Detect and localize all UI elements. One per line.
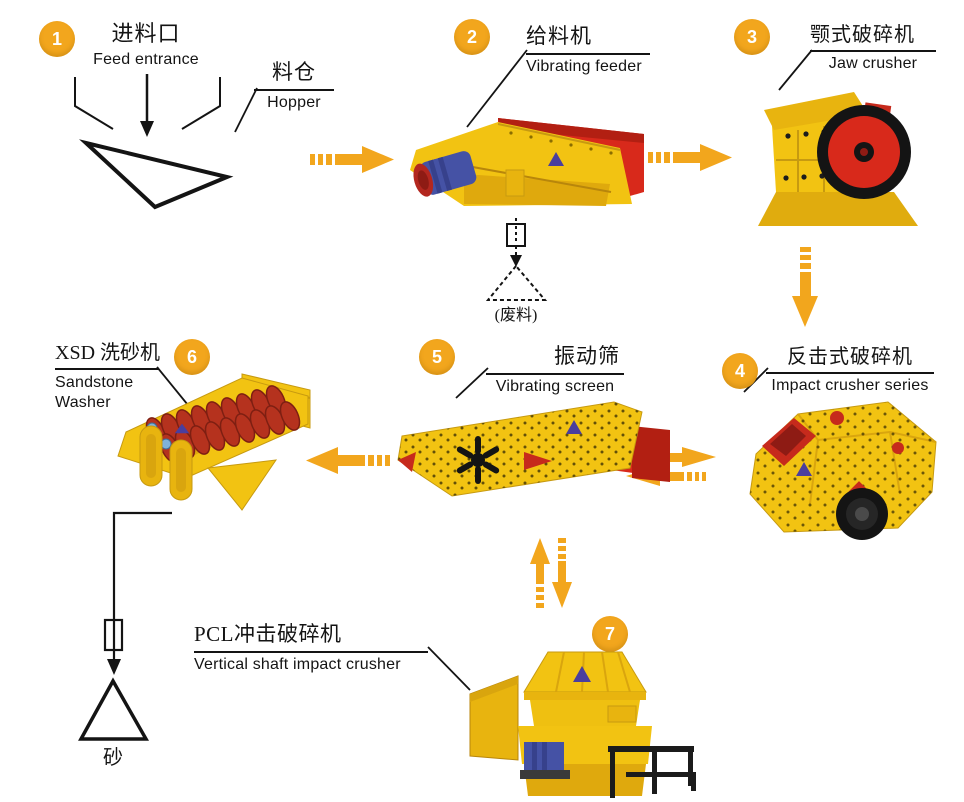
waste-label: (废料) [494, 307, 538, 324]
sand-symbol [78, 511, 172, 741]
vibrating-screen-label-en: Vibrating screen [495, 378, 615, 395]
sand-washer-image [117, 373, 311, 511]
arrow-hopper-to-feeder [310, 146, 394, 173]
hopper-label-en: Hopper [267, 94, 321, 111]
vsi-crusher-image [469, 651, 696, 798]
impact-crusher-label-rule [766, 372, 934, 374]
vsi-crusher-label-en: Vertical shaft impact crusher [194, 656, 401, 673]
impact-crusher-image [749, 401, 937, 540]
vibrating-feeder-image [410, 118, 644, 206]
vibrating-feeder-label-rule [526, 53, 650, 55]
brand-logo-icon [796, 462, 812, 476]
vibrating-feeder-label-en: Vibrating feeder [526, 58, 642, 75]
vibrating-feeder-label-zh: 给料机 [526, 24, 592, 48]
brand-logo-icon [573, 666, 591, 682]
vsi-platform [608, 746, 696, 798]
hopper-label-zh: 料仓 [272, 60, 316, 84]
impact-pulley [836, 488, 888, 540]
feed-entrance-label-en: Feed entrance [93, 51, 199, 68]
brand-logo-icon [566, 420, 582, 434]
feeder-motor [413, 151, 477, 197]
vsi-crusher-label: PCL冲击破碎机 Vertical shaft impact crusher [194, 618, 428, 674]
feed-funnel-icon [74, 74, 234, 210]
sand-washer-label-en: Sandstone Washer [55, 374, 134, 411]
jaw-crusher-label: 颚式破碎机 Jaw crusher [810, 18, 936, 73]
impact-crusher-label-zh: 反击式破碎机 [787, 346, 913, 368]
vsi-motor [520, 742, 570, 779]
arrow-feeder-to-jaw [648, 144, 732, 171]
feed-entrance-label-zh: 进料口 [111, 21, 181, 46]
station-badge-6: 6 [174, 339, 210, 375]
sand-washer-label-zh: XSD 洗砂机 [55, 342, 161, 364]
arrow-screen-to-vsi-down [552, 538, 572, 608]
sand-washer-label-rule [55, 368, 159, 370]
washer-legs [139, 425, 193, 501]
hopper-label: 料仓 Hopper [254, 56, 334, 112]
jaw-crusher-image [758, 92, 918, 226]
impact-crusher-label: 反击式破碎机 Impact crusher series [766, 340, 934, 395]
station-badge-3: 3 [734, 19, 770, 55]
sand-label: 砂 [103, 747, 123, 769]
station-badge-2: 2 [454, 19, 490, 55]
vibrating-screen-label: 振动筛 Vibrating screen [486, 340, 624, 396]
vsi-crusher-label-zh: PCL冲击破碎机 [194, 622, 342, 646]
station-badge-7: 7 [592, 616, 628, 652]
jaw-crusher-label-zh: 颚式破碎机 [810, 24, 915, 46]
station-badge-1: 1 [39, 21, 75, 57]
sand-washer-label: XSD 洗砂机 Sandstone Washer [55, 336, 161, 412]
jaw-flywheel [817, 105, 911, 224]
brand-logo-icon [548, 152, 564, 166]
feed-entrance-label: 进料口 Feed entrance [92, 16, 200, 69]
arrow-vsi-to-screen-up [530, 538, 550, 608]
brand-logo-icon [174, 423, 190, 434]
vibrating-screen-label-zh: 振动筛 [554, 344, 620, 368]
leader-lines [156, 49, 813, 691]
vibrating-screen-label-rule [486, 373, 624, 375]
jaw-crusher-label-en: Jaw crusher [828, 55, 918, 72]
station-badge-5: 5 [419, 339, 455, 375]
impact-crusher-label-en: Impact crusher series [771, 377, 929, 394]
vibrating-feeder-label: 给料机 Vibrating feeder [526, 20, 650, 76]
hopper-label-rule [254, 89, 334, 91]
arrow-jaw-to-impact [792, 247, 818, 327]
vsi-crusher-label-rule [194, 651, 428, 653]
waste-symbol [485, 218, 548, 301]
arrow-screen-to-washer [306, 447, 390, 474]
jaw-crusher-label-rule [810, 50, 936, 52]
screen-flywheel [456, 436, 500, 484]
vibrating-screen-image [397, 401, 670, 497]
station-badge-4: 4 [722, 353, 758, 389]
